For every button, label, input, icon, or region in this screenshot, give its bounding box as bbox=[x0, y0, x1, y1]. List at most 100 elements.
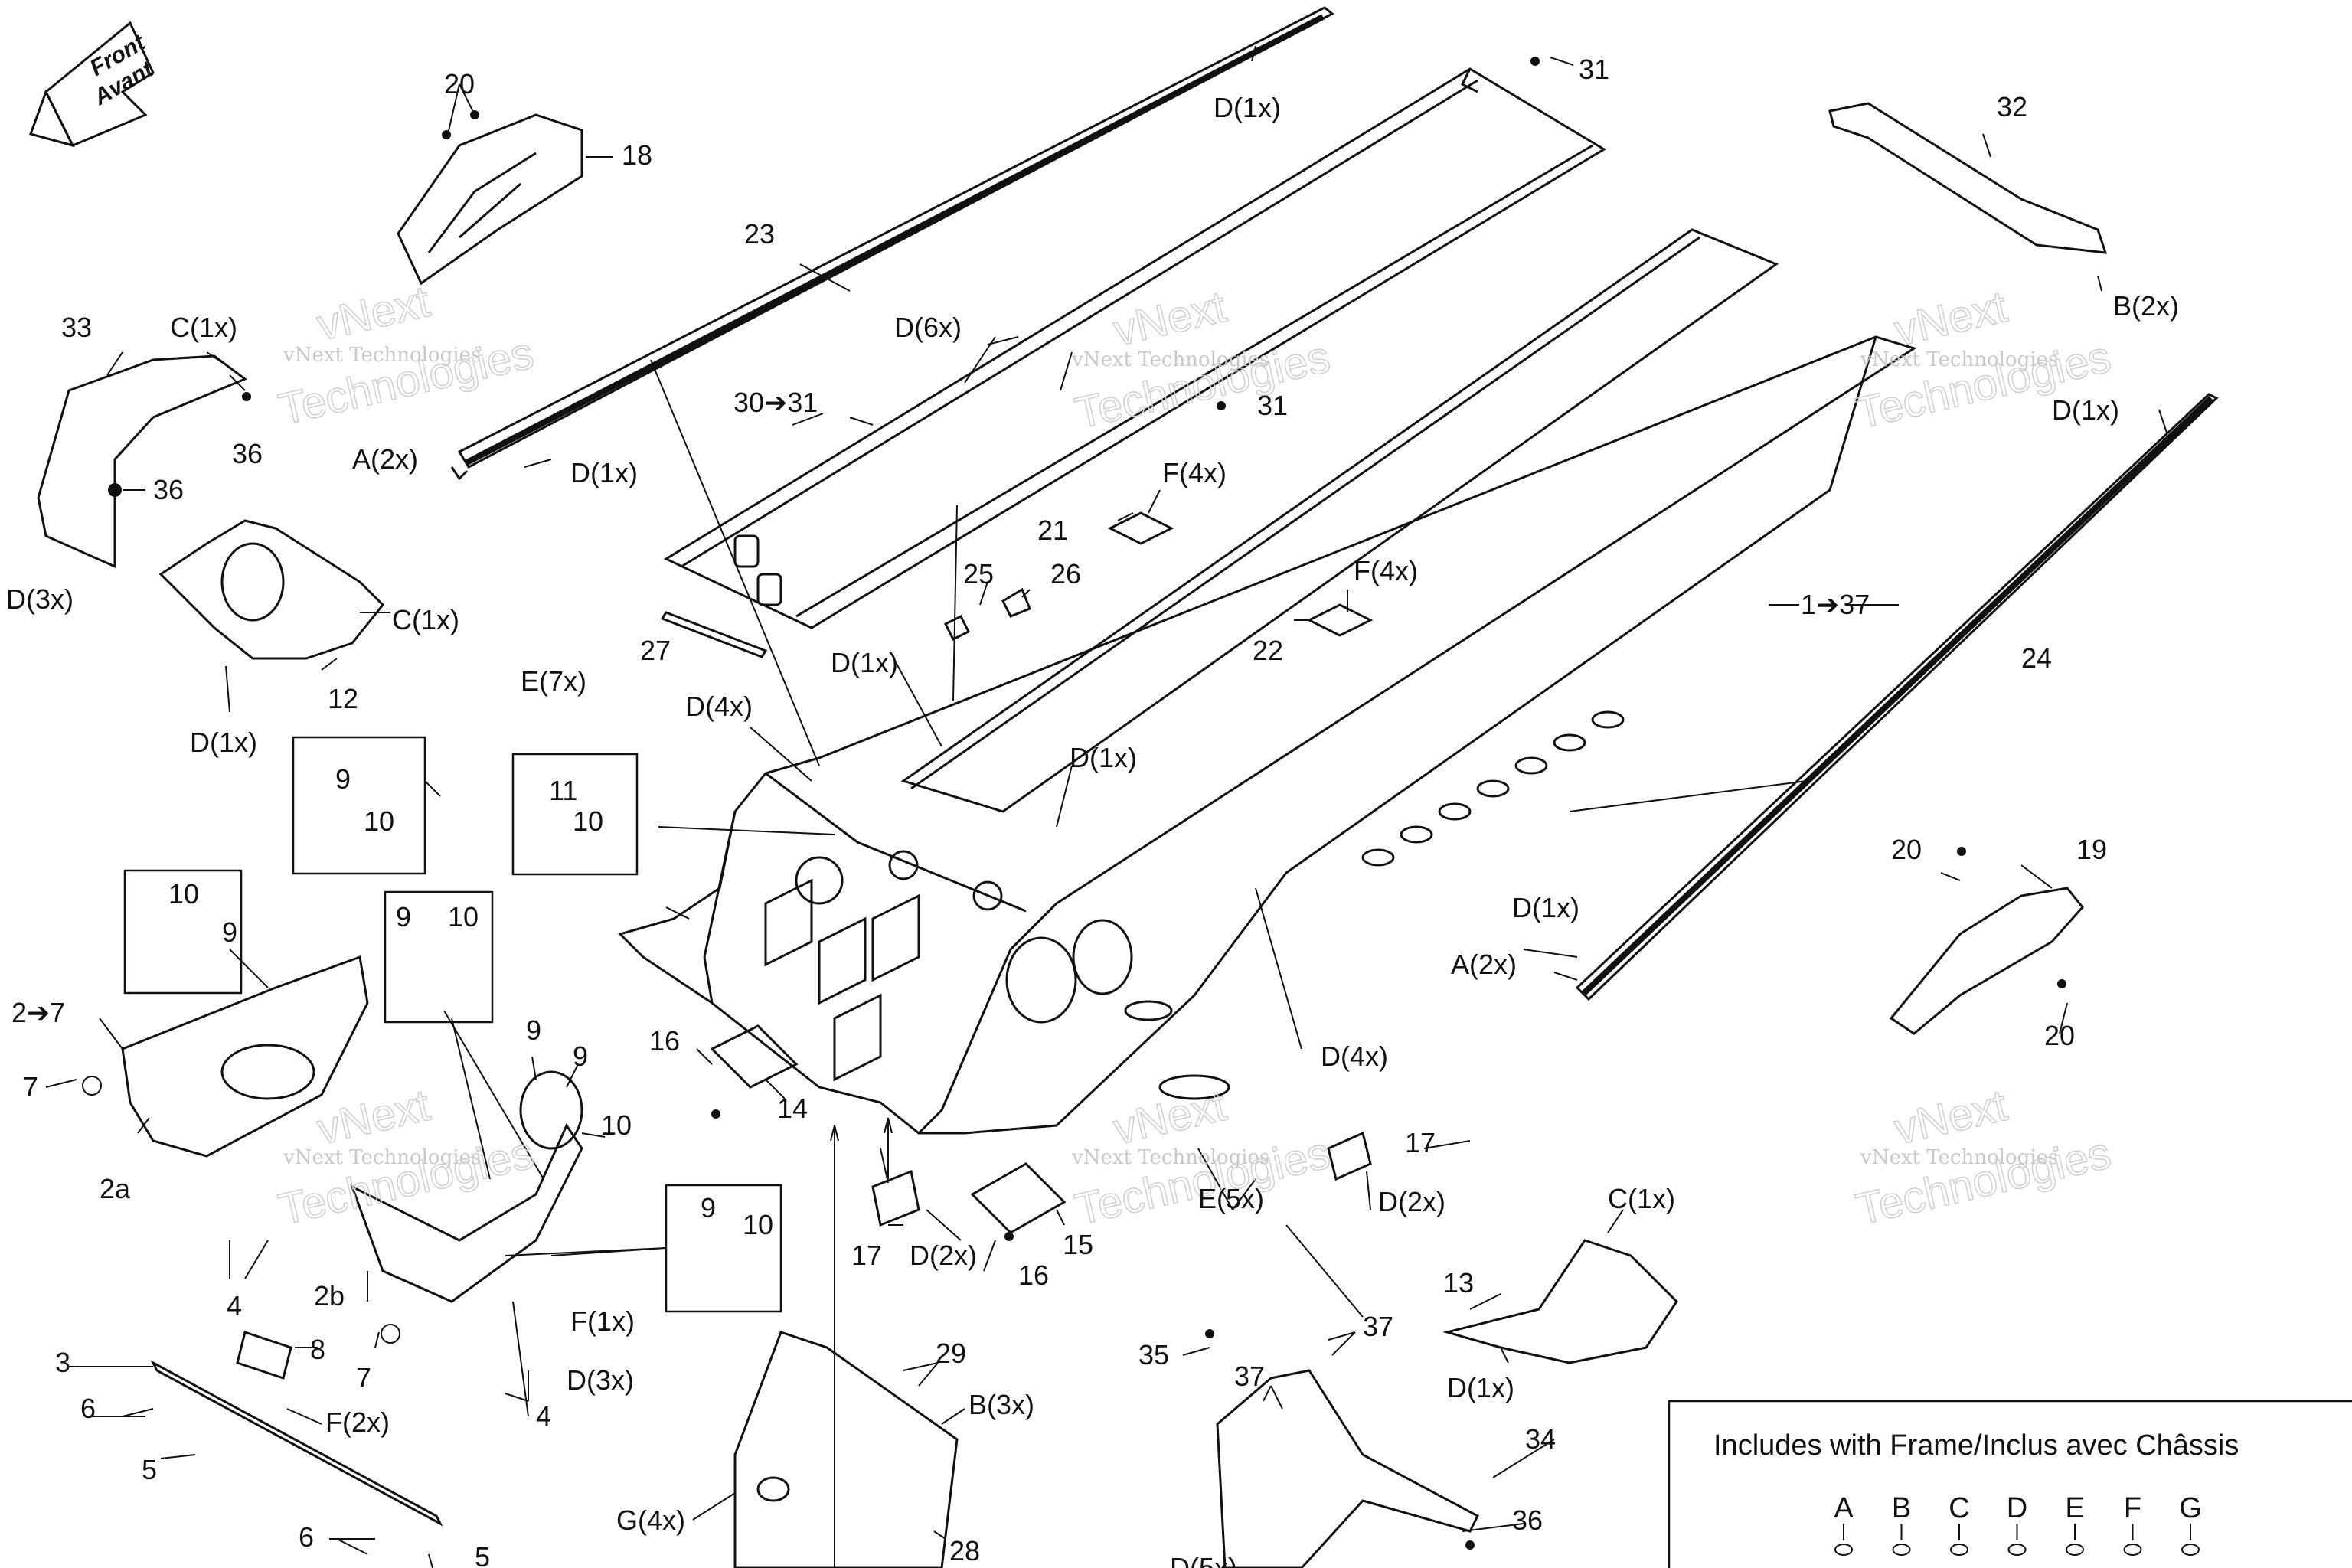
callout-d4x-right: D(4x) bbox=[1321, 1040, 1388, 1072]
callout-a2x-right: A(2x) bbox=[1451, 949, 1517, 980]
plate-17-left bbox=[871, 1169, 920, 1227]
callout-6-a: 6 bbox=[80, 1393, 96, 1424]
callout-15: 15 bbox=[1063, 1229, 1093, 1260]
front-frame-34 bbox=[1216, 1369, 1479, 1568]
callout-f4x-21: F(4x) bbox=[1162, 457, 1227, 488]
callout-d1x-center2: D(1x) bbox=[1070, 742, 1137, 773]
callout-20-r2: 20 bbox=[2044, 1020, 2075, 1051]
callout-10-a: 10 bbox=[601, 1109, 632, 1141]
callout-box-d-9: 9 bbox=[396, 901, 411, 933]
bracket-2a bbox=[121, 955, 369, 1158]
callout-d1x-right: D(1x) bbox=[1512, 892, 1579, 923]
part-25 bbox=[943, 614, 971, 642]
fastener-b-icon bbox=[1892, 1544, 1911, 1556]
bracket-18 bbox=[397, 113, 583, 286]
watermark-small-6: vNext Technologies bbox=[1860, 1146, 2058, 1169]
callout-box-a-10: 10 bbox=[364, 805, 394, 837]
detail-box-b bbox=[511, 753, 639, 876]
callout-36-c: 36 bbox=[1512, 1504, 1543, 1536]
callout-f4x-22: F(4x) bbox=[1354, 555, 1418, 586]
callout-3: 3 bbox=[55, 1347, 70, 1378]
callout-d2x-a: D(2x) bbox=[910, 1240, 977, 1271]
nut-icon bbox=[108, 483, 122, 497]
fastener-e-icon bbox=[2066, 1544, 2084, 1556]
callout-c1x-13: C(1x) bbox=[1608, 1183, 1675, 1214]
bracket-2b bbox=[350, 1070, 583, 1303]
fastener-f-icon bbox=[2123, 1544, 2142, 1556]
bracket-21 bbox=[1107, 511, 1174, 545]
callout-31-top: 31 bbox=[1579, 54, 1609, 85]
detail-box-d bbox=[384, 890, 494, 1024]
detail-box-a bbox=[292, 736, 426, 875]
watermark-vnext-2: vNext bbox=[1109, 282, 1230, 356]
callout-1-37: 1➔37 bbox=[1801, 589, 1870, 620]
watermark-vnext-1: vNext bbox=[312, 276, 434, 351]
legend-letter-a: A bbox=[1834, 1492, 1854, 1524]
callout-32: 32 bbox=[1997, 91, 2027, 122]
watermark-small-3: vNext Technologies bbox=[1860, 348, 2058, 371]
callout-31-mid: 31 bbox=[1257, 390, 1288, 421]
callout-box-a-9: 9 bbox=[335, 763, 351, 795]
watermark-small-5: vNext Technologies bbox=[1071, 1146, 1269, 1169]
callout-labels: 20 18 23 D(1x) 31 32 B(2x) 33 C(1x) 36 3… bbox=[6, 54, 2179, 1568]
callout-box-c-9: 9 bbox=[222, 916, 237, 948]
callout-29: 29 bbox=[936, 1338, 966, 1369]
legend-letter-f: F bbox=[2124, 1492, 2141, 1524]
center-beam bbox=[900, 228, 1779, 813]
grommet-icon bbox=[381, 1324, 400, 1344]
detail-box-e bbox=[665, 1184, 782, 1313]
rail-23 bbox=[450, 6, 1334, 481]
bolt-icon bbox=[1205, 1329, 1214, 1338]
bolt-icon bbox=[442, 130, 451, 139]
radiator-28 bbox=[733, 1331, 959, 1568]
detail-box-c bbox=[123, 869, 243, 995]
callout-12: 12 bbox=[328, 683, 358, 714]
callout-14: 14 bbox=[777, 1093, 808, 1124]
bolt-icon bbox=[711, 1109, 720, 1119]
legend-box: Includes with Frame/Inclus avec Châssis … bbox=[1668, 1400, 2352, 1568]
callout-13: 13 bbox=[1443, 1267, 1474, 1298]
callout-37-a: 37 bbox=[1363, 1311, 1393, 1342]
callout-d1x-12: D(1x) bbox=[190, 727, 257, 758]
callout-5-b: 5 bbox=[475, 1541, 490, 1568]
bar-27 bbox=[660, 611, 768, 658]
callout-30-31: 30➔31 bbox=[733, 387, 818, 418]
bracket-19 bbox=[1889, 887, 2084, 1035]
callout-9-b: 9 bbox=[573, 1040, 588, 1072]
legend-letter-d: D bbox=[2007, 1492, 2027, 1524]
part-12 bbox=[158, 519, 385, 660]
callout-16-b: 16 bbox=[1018, 1259, 1049, 1291]
bolt-icon bbox=[242, 392, 251, 401]
watermark-tech-5: Technologies bbox=[1070, 1128, 1334, 1234]
callout-a2x-left: A(2x) bbox=[352, 443, 418, 475]
part-32 bbox=[1828, 102, 2108, 254]
callout-17-b: 17 bbox=[1405, 1127, 1436, 1158]
callout-22: 22 bbox=[1253, 635, 1283, 666]
callout-37-b: 37 bbox=[1234, 1361, 1265, 1392]
callout-d1x-23: D(1x) bbox=[570, 457, 638, 488]
callout-24: 24 bbox=[2021, 642, 2052, 674]
callout-17-a: 17 bbox=[851, 1240, 882, 1271]
legend-letter-g: G bbox=[2179, 1492, 2202, 1524]
watermark-small-4: vNext Technologies bbox=[283, 1146, 481, 1169]
tunnel-top-30 bbox=[663, 67, 1606, 629]
callout-d1x-top: D(1x) bbox=[1214, 92, 1281, 123]
callout-d1x-13: D(1x) bbox=[1447, 1372, 1514, 1403]
callout-d3x-bottom: D(3x) bbox=[567, 1364, 634, 1396]
bolt-icon bbox=[1465, 1540, 1475, 1550]
grommet-icon bbox=[82, 1076, 102, 1096]
leader-lines bbox=[45, 45, 2167, 1568]
callout-25: 25 bbox=[963, 558, 994, 590]
callout-8: 8 bbox=[310, 1334, 325, 1365]
bracket-22 bbox=[1306, 603, 1374, 637]
callout-d1x-24: D(1x) bbox=[2052, 394, 2119, 426]
callout-9-a: 9 bbox=[526, 1014, 541, 1046]
callout-16-a: 16 bbox=[649, 1025, 680, 1057]
callout-f2x: F(2x) bbox=[325, 1406, 390, 1438]
watermark-vnext-3: vNext bbox=[1890, 282, 2011, 356]
legend-title: Includes with Frame/Inclus avec Châssis bbox=[1713, 1429, 2239, 1462]
callout-5-a: 5 bbox=[142, 1454, 157, 1485]
